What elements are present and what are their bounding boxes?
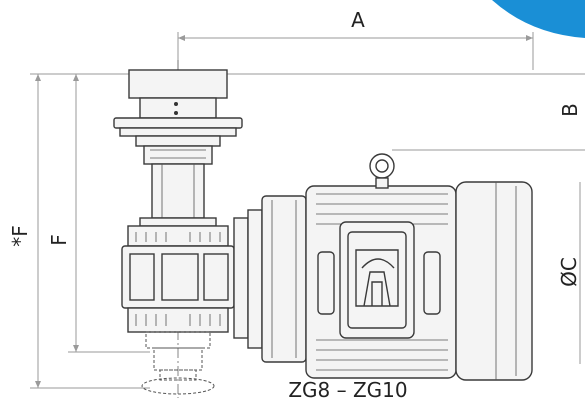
motor-body <box>305 153 457 379</box>
shaft-column <box>139 163 217 227</box>
top-cap-assembly <box>113 69 243 165</box>
dimension-f-star: *F <box>8 73 150 389</box>
corner-accent <box>492 0 585 38</box>
adapter-flange <box>233 195 307 363</box>
dimension-f-label: F <box>47 234 71 246</box>
optional-lower-shaft <box>141 331 215 395</box>
dimension-c: ØC <box>557 182 581 364</box>
dimension-a: A <box>177 8 534 70</box>
dimension-f: F <box>47 74 150 353</box>
dimension-c-label: ØC <box>557 257 581 287</box>
dimension-f-star-label: *F <box>8 225 32 247</box>
dimension-b: B <box>225 73 585 151</box>
gear-housing <box>121 225 235 333</box>
fan-cover <box>455 181 533 381</box>
model-label: ZG8 – ZG10 <box>288 378 407 401</box>
dimension-b-label: B <box>558 103 582 117</box>
dimension-a-label: A <box>351 8 365 32</box>
